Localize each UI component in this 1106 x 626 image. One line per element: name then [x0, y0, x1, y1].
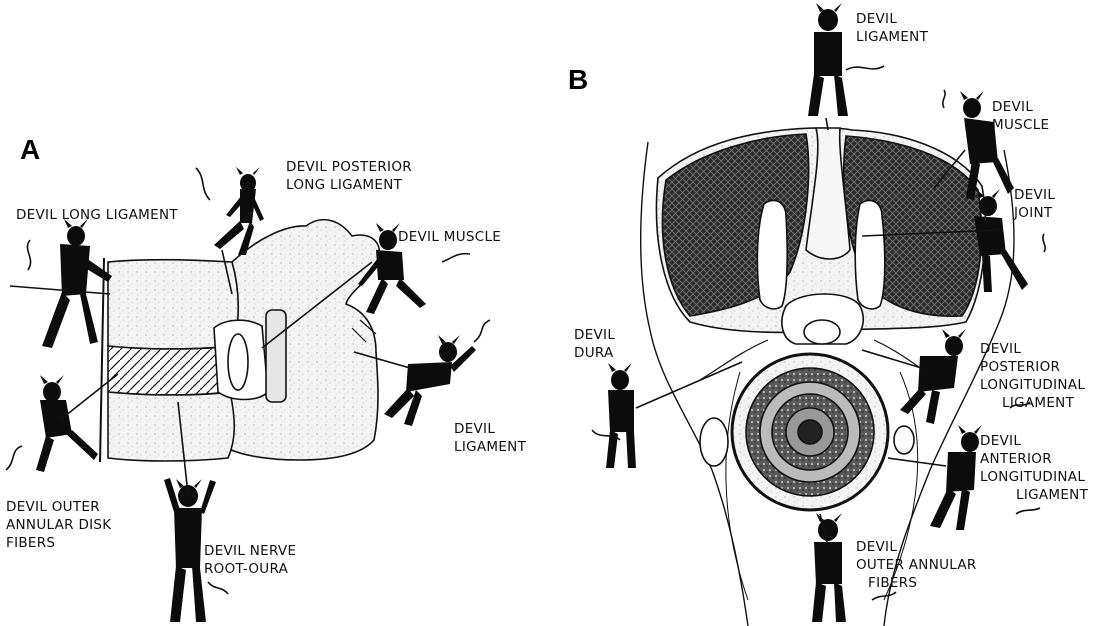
- devil-figure-a-ligament: [384, 335, 476, 426]
- label-devil-joint: DEVIL JOINT: [1014, 186, 1055, 222]
- label-devil-nerve-root-dura: DEVIL NERVE ROOT-OURA: [204, 542, 296, 578]
- panel-b-right-facet: [855, 200, 885, 308]
- panel-a-spinous-band: [266, 310, 286, 402]
- label-devil-posterior-long-ligament: DEVIL POSTERIOR LONG LIGAMENT: [286, 158, 412, 194]
- label-devil-outer-annular-disk-fibers: DEVIL OUTER ANNULAR DISK FIBERS: [6, 498, 111, 552]
- devil-figure-b-posterior-longitudinal: [900, 329, 966, 424]
- panel-b-letter: B: [568, 66, 588, 94]
- devil-figure-b-dura: [606, 363, 636, 468]
- devil-figure-a-posterior-long-ligament: [214, 167, 264, 255]
- devil-figure-b-anterior-longitudinal: [930, 425, 982, 530]
- panel-b-disk-rings: [732, 354, 888, 510]
- label-devil-anterior-longitudinal-ligament: DEVIL ANTERIOR LONGITUDINAL LIGAMENT: [980, 432, 1088, 504]
- label-devil-outer-annular-fibers: DEVIL OUTER ANNULAR FIBERS: [856, 538, 977, 592]
- devil-figure-b-outer-annular: [812, 513, 846, 622]
- label-devil-muscle-b: DEVIL MUSCLE: [992, 98, 1049, 134]
- label-devil-posterior-longitudinal-ligament: DEVIL POSTERIOR LONGITUDINAL LIGAMENT: [980, 340, 1085, 412]
- panel-a-lower-vertebral-body: [108, 392, 234, 461]
- panel-a-spine-illustration: [100, 220, 379, 462]
- label-devil-ligament-a: DEVIL LIGAMENT: [454, 420, 526, 456]
- label-devil-ligament-b: DEVIL LIGAMENT: [856, 10, 928, 46]
- panel-a-letter: A: [20, 136, 40, 164]
- panel-b-spinal-cord: [804, 320, 840, 344]
- label-devil-muscle-a: DEVIL MUSCLE: [398, 228, 501, 246]
- panel-b-left-facet: [757, 200, 787, 308]
- devil-figure-b-ligament: [808, 3, 848, 116]
- devil-figure-a-outer-annular-disk: [36, 375, 98, 472]
- label-devil-dura: DEVIL DURA: [574, 326, 615, 362]
- panel-a-nerve-root: [228, 334, 248, 390]
- panel-a-anterior-ligament-line: [100, 258, 104, 462]
- label-devil-long-ligament: DEVIL LONG LIGAMENT: [16, 206, 178, 224]
- devil-figure-a-long-ligament: [42, 219, 112, 348]
